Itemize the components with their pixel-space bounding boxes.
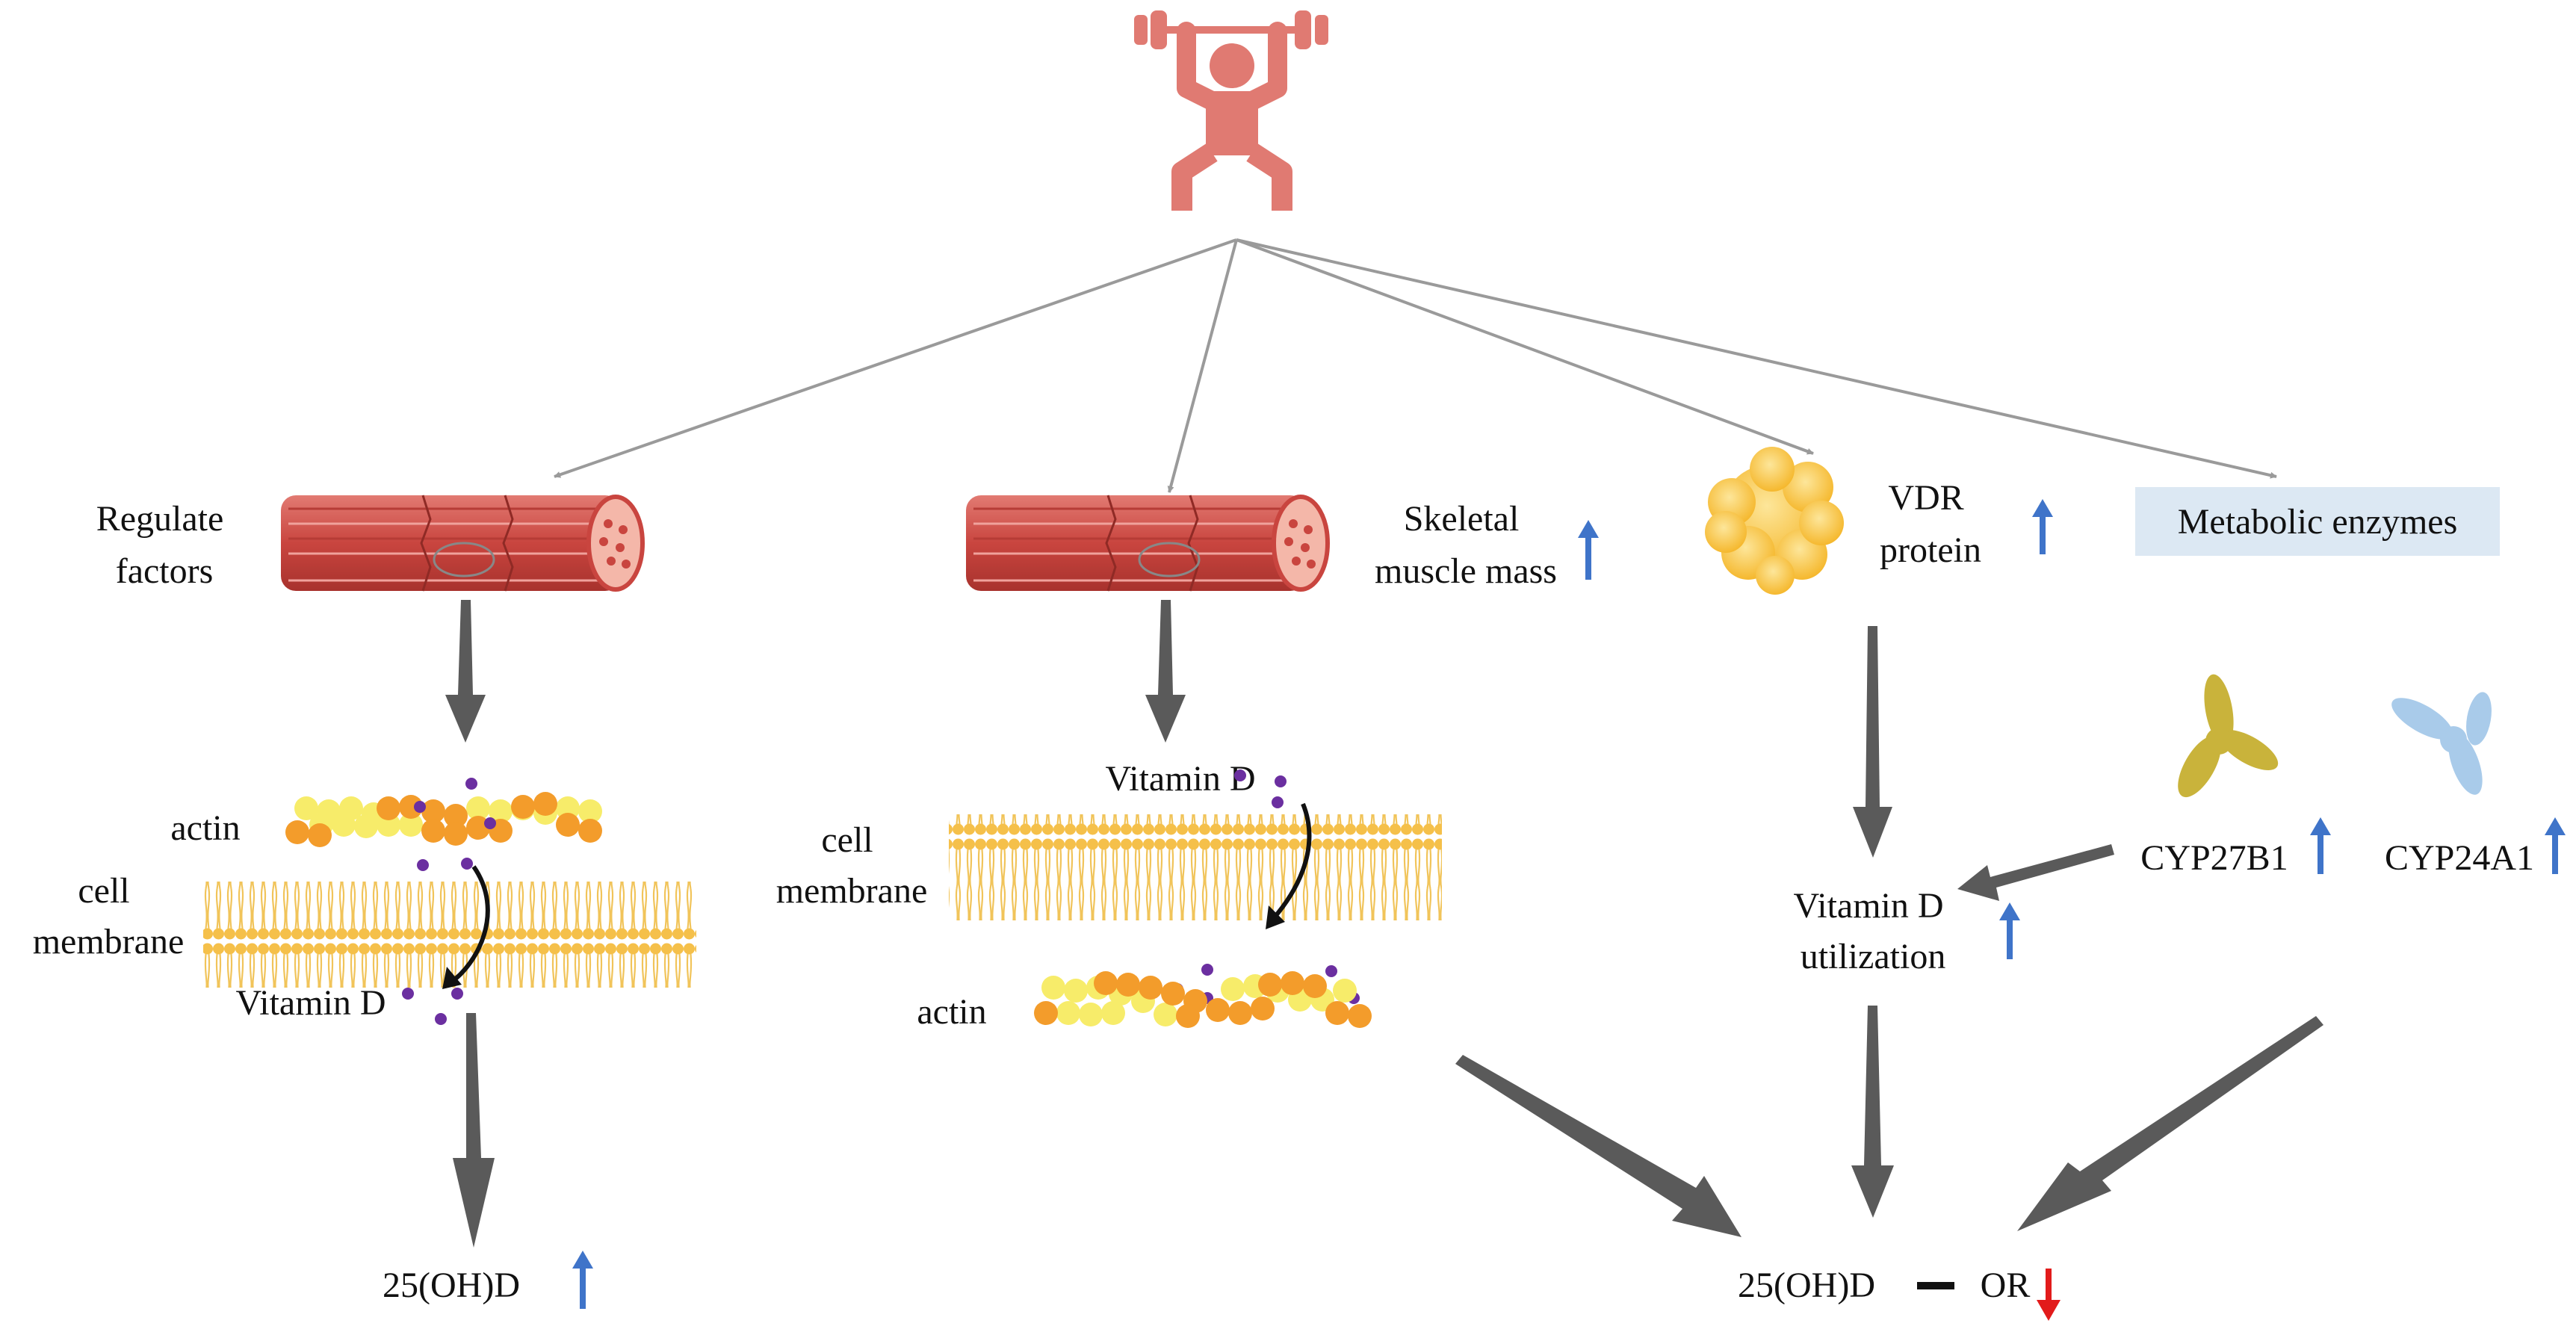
regulate-factors-label: Regulate factors — [96, 499, 233, 591]
weightlifter-icon — [1134, 10, 1328, 211]
arrow-actin-middle-to-ohd-right — [1455, 1055, 1741, 1237]
vdr-protein-label: VDR protein — [1880, 478, 1981, 570]
cyp24a1-up-arrow-icon — [2545, 817, 2566, 874]
metabolic-enzymes-box — [2135, 487, 2500, 556]
arrow-to-regulate-factors — [554, 238, 1237, 478]
ohd-left-up-arrow-icon — [572, 1251, 593, 1309]
muscle-fiber-icon — [281, 495, 645, 592]
or-label: OR — [1981, 1266, 2031, 1305]
vitamin-d-transport-arrow-left — [448, 865, 490, 985]
arrow-utilization-to-ohd-right — [1851, 1006, 1894, 1218]
exercise-arrows — [554, 238, 2277, 493]
actin-label-middle: actin — [917, 992, 986, 1032]
vdr-protein-icon — [1705, 447, 1844, 595]
ohd-label-left: 25(OH)D — [383, 1266, 520, 1305]
arrow-to-skeletal-muscle — [1167, 239, 1238, 493]
thick-arrows — [445, 600, 2323, 1248]
arrow-cyp27b1-to-utilization — [1957, 844, 2114, 901]
vitamin-d-transport-arrowhead-middle — [1266, 905, 1285, 929]
vitamin-d-label-middle: Vitamin D — [1105, 759, 1255, 799]
actin-filament-icon — [1034, 971, 1372, 1028]
muscle-fiber-icon — [966, 495, 1330, 592]
lipid-bilayer-icon — [949, 814, 1442, 920]
association-dash — [1917, 1282, 1954, 1289]
arrow-vdr-to-utilization — [1853, 626, 1892, 858]
skeletal-muscle-mass-label: Skeletal muscle mass — [1375, 499, 1557, 591]
vdr-protein-up-arrow-icon — [2032, 499, 2053, 554]
metabolic-enzymes-label: Metabolic enzymes — [2178, 502, 2458, 542]
cyp27b1-label: CYP27B1 — [2140, 838, 2288, 878]
lipid-bilayer-icon — [203, 882, 696, 988]
or-down-arrow-icon — [2037, 1269, 2061, 1321]
vitamin-d-label-left: Vitamin D — [235, 983, 386, 1023]
skeletal-muscle-up-arrow-icon — [1578, 520, 1599, 580]
arrow-to-metabolic-enzymes — [1236, 238, 2277, 479]
cell-membrane-label-middle: cell membrane — [776, 820, 928, 911]
vitamin-d-molecules — [402, 778, 496, 1025]
vitamin-d-transport-arrow-middle — [1271, 802, 1312, 920]
cyp24a1-label: CYP24A1 — [2385, 838, 2534, 878]
arrow-to-vdr-protein — [1236, 238, 1814, 455]
arrow-enzymes-to-ohd-right — [2017, 1016, 2323, 1231]
actin-label-left: actin — [170, 808, 240, 848]
cell-membrane-label-left: cell membrane — [33, 871, 185, 961]
vitamin-d-utilization-label: Vitamin D utilization — [1793, 886, 1952, 976]
arrow-muscle-to-vitamin-d-middle — [1145, 600, 1186, 743]
arrow-muscle-to-actin-left — [445, 600, 486, 743]
vitamin-d-utilization-up-arrow-icon — [1999, 902, 2020, 959]
vitamin-d-transport-arrowhead-left — [442, 967, 462, 989]
up-arrow-icons — [572, 499, 2566, 1309]
cyp27b1-protein-icon — [2178, 674, 2279, 798]
cyp27b1-up-arrow-icon — [2310, 817, 2331, 874]
ohd-label-right: 25(OH)D — [1738, 1266, 1875, 1305]
arrow-vitamin-d-to-ohd-left — [453, 1013, 495, 1248]
cyp24a1-protein-icon — [2391, 692, 2492, 795]
actin-filament-icon — [285, 792, 602, 847]
